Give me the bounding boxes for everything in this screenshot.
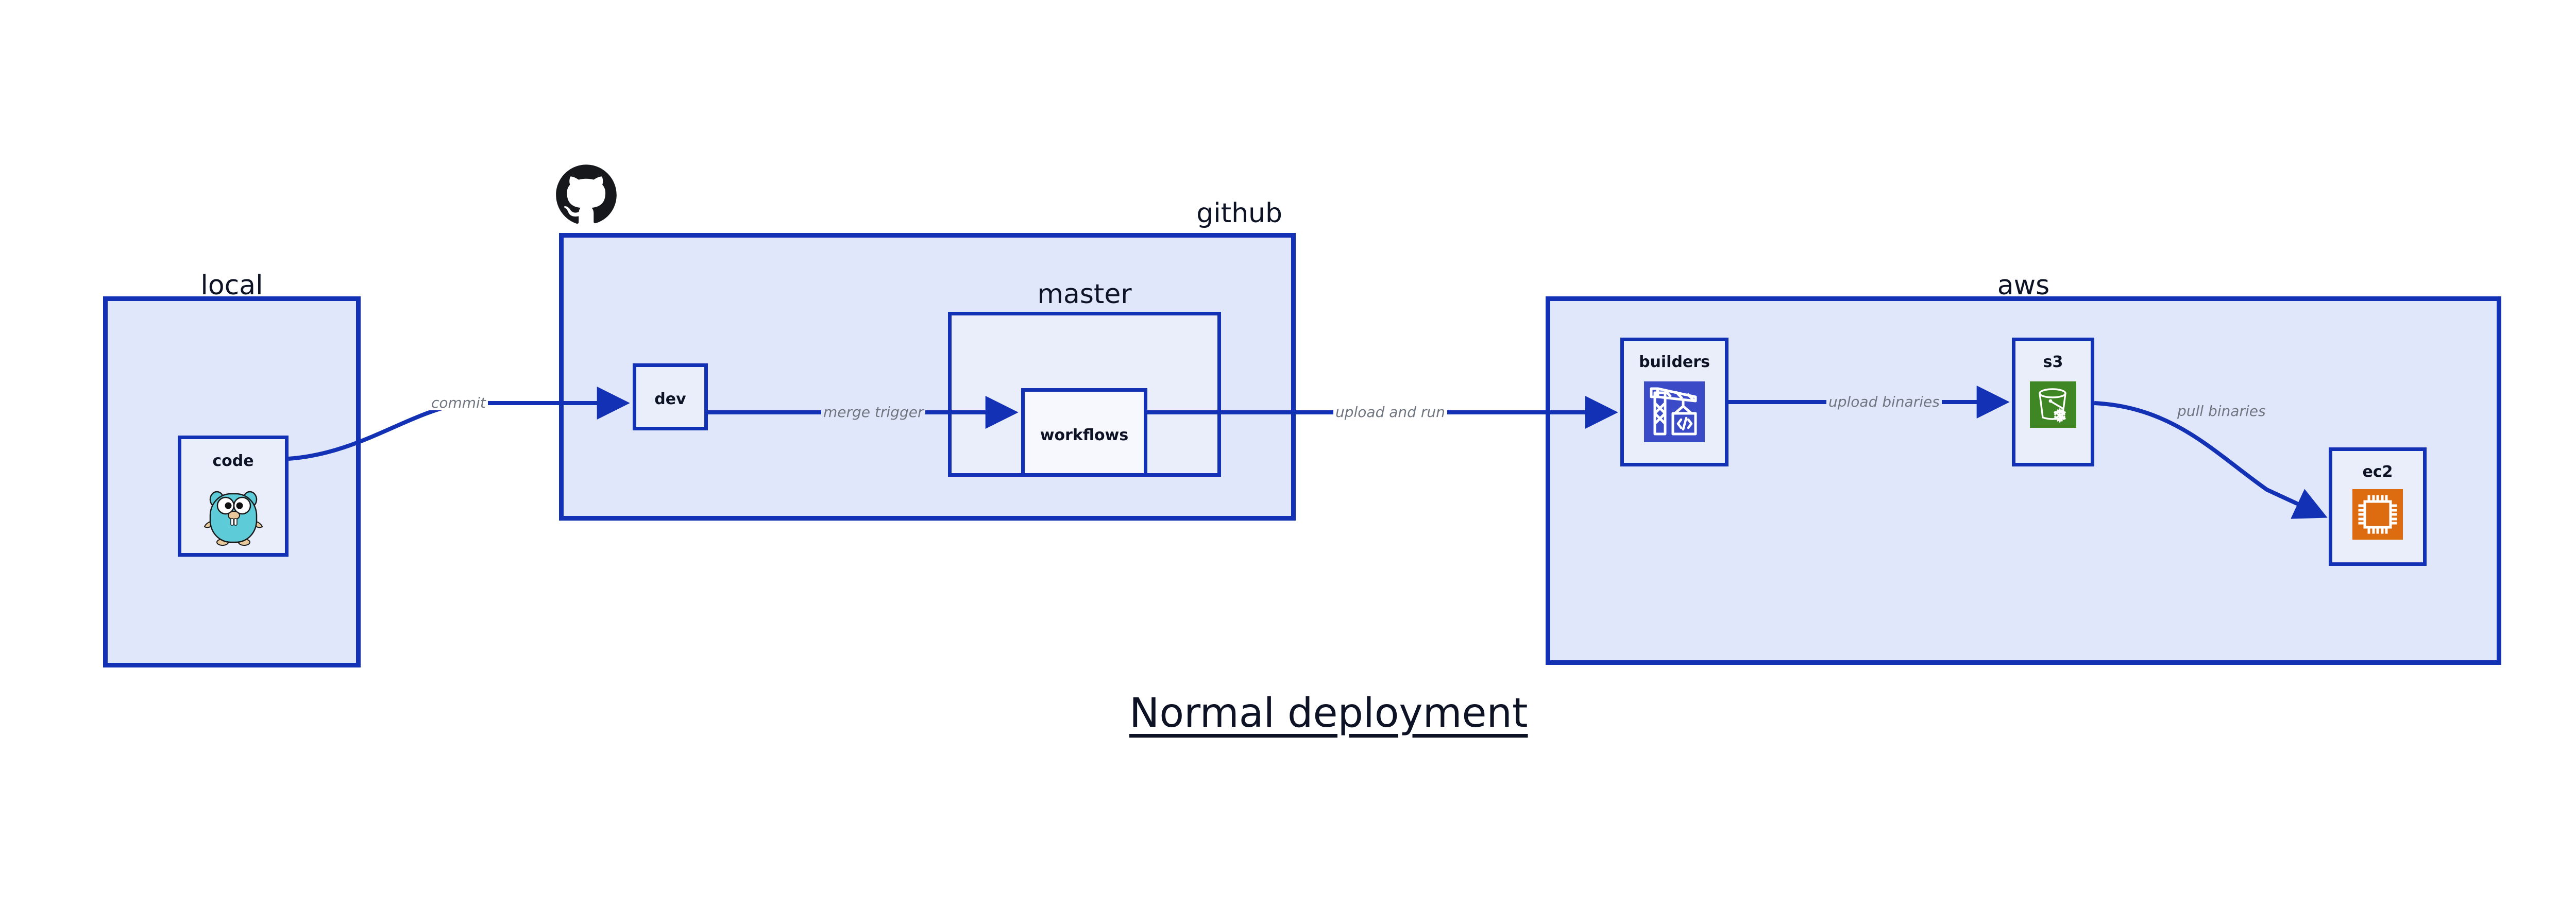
- node-workflows[interactable]: workflows: [1021, 388, 1147, 477]
- go-gopher-icon: [203, 481, 264, 546]
- github-octocat-logo: [555, 164, 617, 225]
- node-label-workflows: workflows: [1040, 426, 1129, 444]
- edge-label-pull-binaries: pull binaries: [2175, 404, 2268, 419]
- node-label-builders: builders: [1639, 353, 1710, 371]
- node-label-dev: dev: [654, 390, 686, 408]
- node-builders[interactable]: builders: [1620, 338, 1728, 466]
- node-label-ec2: ec2: [2362, 463, 2393, 481]
- edge-label-commit: commit: [429, 396, 488, 410]
- node-s3[interactable]: s3: [2012, 338, 2094, 466]
- diagram-title: Normal deployment: [1129, 690, 1528, 737]
- edge-label-merge-trigger: merge trigger: [821, 405, 926, 420]
- node-ec2[interactable]: ec2: [2329, 447, 2427, 566]
- edge-label-upload-binaries: upload binaries: [1826, 395, 1942, 409]
- aws-ec2-chip-icon: [2352, 489, 2403, 540]
- edge-label-upload-and-run: upload and run: [1333, 405, 1447, 420]
- node-label-s3: s3: [2043, 353, 2063, 371]
- aws-builders-crane-icon: [1644, 381, 1705, 442]
- group-label-aws: aws: [1997, 270, 2050, 301]
- node-dev[interactable]: dev: [633, 363, 708, 430]
- aws-s3-glacier-bucket-icon: [2030, 381, 2076, 428]
- node-code[interactable]: code: [178, 436, 289, 557]
- group-label-local: local: [200, 270, 263, 301]
- group-label-github: github: [1196, 198, 1282, 229]
- group-label-master: master: [1037, 279, 1132, 310]
- node-label-code: code: [212, 452, 254, 470]
